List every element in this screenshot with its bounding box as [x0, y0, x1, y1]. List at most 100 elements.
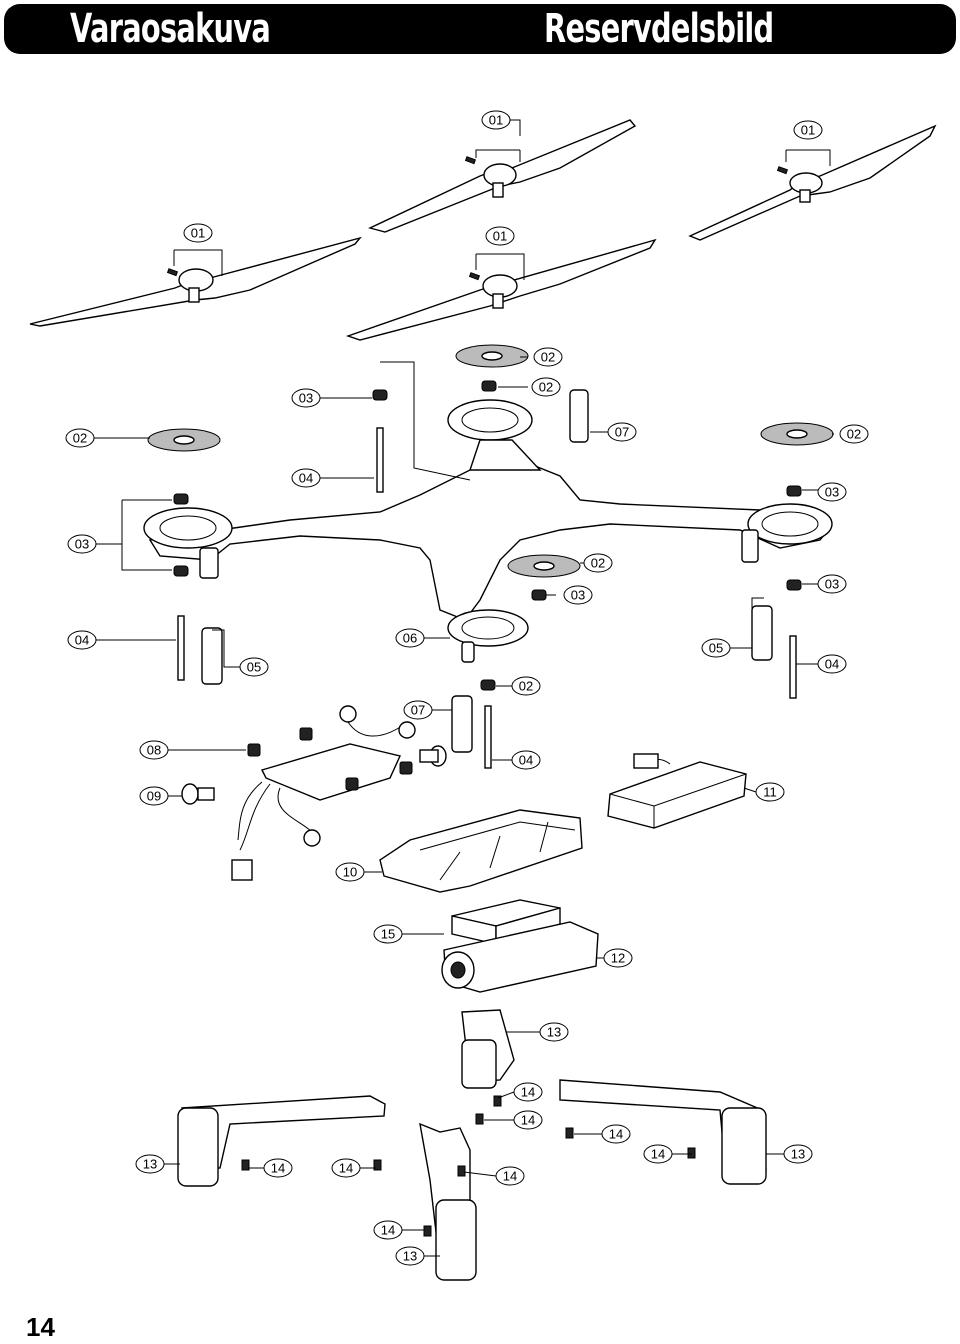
callout-09: 09 — [139, 786, 169, 806]
callout-03-a: 03 — [291, 388, 321, 408]
propeller-left — [29, 236, 362, 327]
callout-13-c: 13 — [783, 1144, 813, 1164]
svg-text:01: 01 — [489, 113, 503, 128]
callout-05-a: 05 — [239, 657, 269, 677]
callout-02-d: 02 — [839, 424, 869, 444]
bottom-tray — [379, 809, 583, 893]
callout-02-f: 02 — [511, 676, 541, 696]
callout-04-a: 04 — [291, 468, 321, 488]
svg-text:14: 14 — [271, 1161, 285, 1176]
callout-10: 10 — [335, 862, 365, 882]
svg-text:14: 14 — [503, 1169, 517, 1184]
callout-04-d: 04 — [511, 750, 541, 770]
svg-text:12: 12 — [611, 951, 625, 966]
callout-01-c: 01 — [183, 223, 213, 243]
svg-text:02: 02 — [519, 679, 533, 694]
callout-04-c: 04 — [817, 654, 847, 674]
callout-13-a: 13 — [539, 1022, 569, 1042]
callout-08: 08 — [139, 740, 169, 760]
propeller-top-right — [688, 124, 937, 241]
svg-text:11: 11 — [763, 785, 777, 800]
svg-text:01: 01 — [191, 226, 205, 241]
callout-13-d: 13 — [395, 1246, 425, 1266]
svg-text:14: 14 — [651, 1147, 665, 1162]
svg-text:14: 14 — [381, 1223, 395, 1238]
svg-text:03: 03 — [825, 485, 839, 500]
callout-03-d: 03 — [563, 585, 593, 605]
callout-03-b: 03 — [817, 482, 847, 502]
screws — [241, 1095, 696, 1237]
svg-text:01: 01 — [801, 123, 815, 138]
landing-legs — [177, 1009, 767, 1281]
callout-02-a: 02 — [533, 347, 563, 367]
page-number: 14 — [26, 1312, 55, 1342]
svg-text:05: 05 — [247, 660, 261, 675]
svg-text:14: 14 — [521, 1085, 535, 1100]
svg-text:03: 03 — [299, 391, 313, 406]
svg-text:04: 04 — [825, 657, 839, 672]
callout-12: 12 — [603, 948, 633, 968]
svg-text:01: 01 — [493, 229, 507, 244]
prop-screws — [166, 156, 789, 281]
svg-text:08: 08 — [147, 743, 161, 758]
callout-03-e: 03 — [817, 574, 847, 594]
svg-text:13: 13 — [403, 1249, 417, 1264]
propeller-center — [345, 238, 657, 341]
callout-14-f: 14 — [331, 1158, 361, 1178]
svg-text:13: 13 — [547, 1025, 561, 1040]
svg-text:07: 07 — [615, 425, 629, 440]
svg-text:14: 14 — [339, 1161, 353, 1176]
callout-01-a: 01 — [481, 110, 511, 130]
callout-02-e: 02 — [583, 553, 613, 573]
callout-13-b: 13 — [135, 1154, 165, 1174]
callout-04-b: 04 — [67, 630, 97, 650]
svg-text:02: 02 — [847, 427, 861, 442]
callout-01-d: 01 — [485, 226, 515, 246]
propeller-top-middle — [367, 119, 637, 233]
svg-text:05: 05 — [709, 641, 723, 656]
svg-text:14: 14 — [521, 1113, 535, 1128]
header-title-right: Reservdelsbild — [544, 6, 774, 52]
svg-text:02: 02 — [73, 431, 87, 446]
shafts — [177, 427, 797, 769]
callout-14-e: 14 — [263, 1158, 293, 1178]
svg-text:14: 14 — [609, 1127, 623, 1142]
callout-05-b: 05 — [701, 638, 731, 658]
callout-11: 11 — [755, 782, 785, 802]
callout-14-c: 14 — [601, 1124, 631, 1144]
callout-14-h: 14 — [373, 1220, 403, 1240]
callout-01-b: 01 — [793, 120, 823, 140]
callout-06: 06 — [395, 628, 425, 648]
svg-text:13: 13 — [143, 1157, 157, 1172]
svg-text:09: 09 — [147, 789, 161, 804]
callout-14-a: 14 — [513, 1082, 543, 1102]
svg-text:03: 03 — [571, 588, 585, 603]
pcb-board — [181, 705, 447, 881]
svg-text:04: 04 — [75, 633, 89, 648]
svg-text:06: 06 — [403, 631, 417, 646]
leader-lines — [94, 119, 834, 1257]
camera-module — [441, 899, 599, 993]
callout-07-b: 07 — [403, 700, 433, 720]
svg-text:13: 13 — [791, 1147, 805, 1162]
callout-03-c: 03 — [67, 534, 97, 554]
drone-frame — [143, 399, 833, 663]
callout-02-c: 02 — [65, 428, 95, 448]
callout-07-a: 07 — [607, 422, 637, 442]
callout-02-b: 02 — [531, 377, 561, 397]
svg-text:02: 02 — [539, 380, 553, 395]
callout-14-g: 14 — [495, 1166, 525, 1186]
svg-text:03: 03 — [825, 577, 839, 592]
callout-15: 15 — [373, 924, 403, 944]
svg-text:15: 15 — [381, 927, 395, 942]
callout-14-b: 14 — [513, 1110, 543, 1130]
svg-text:10: 10 — [343, 865, 357, 880]
svg-text:03: 03 — [75, 537, 89, 552]
battery — [607, 753, 747, 829]
svg-text:07: 07 — [411, 703, 425, 718]
bearings — [173, 380, 802, 691]
header-title-left: Varaosakuva — [70, 6, 271, 52]
svg-text:04: 04 — [519, 753, 533, 768]
callout-14-d: 14 — [643, 1144, 673, 1164]
